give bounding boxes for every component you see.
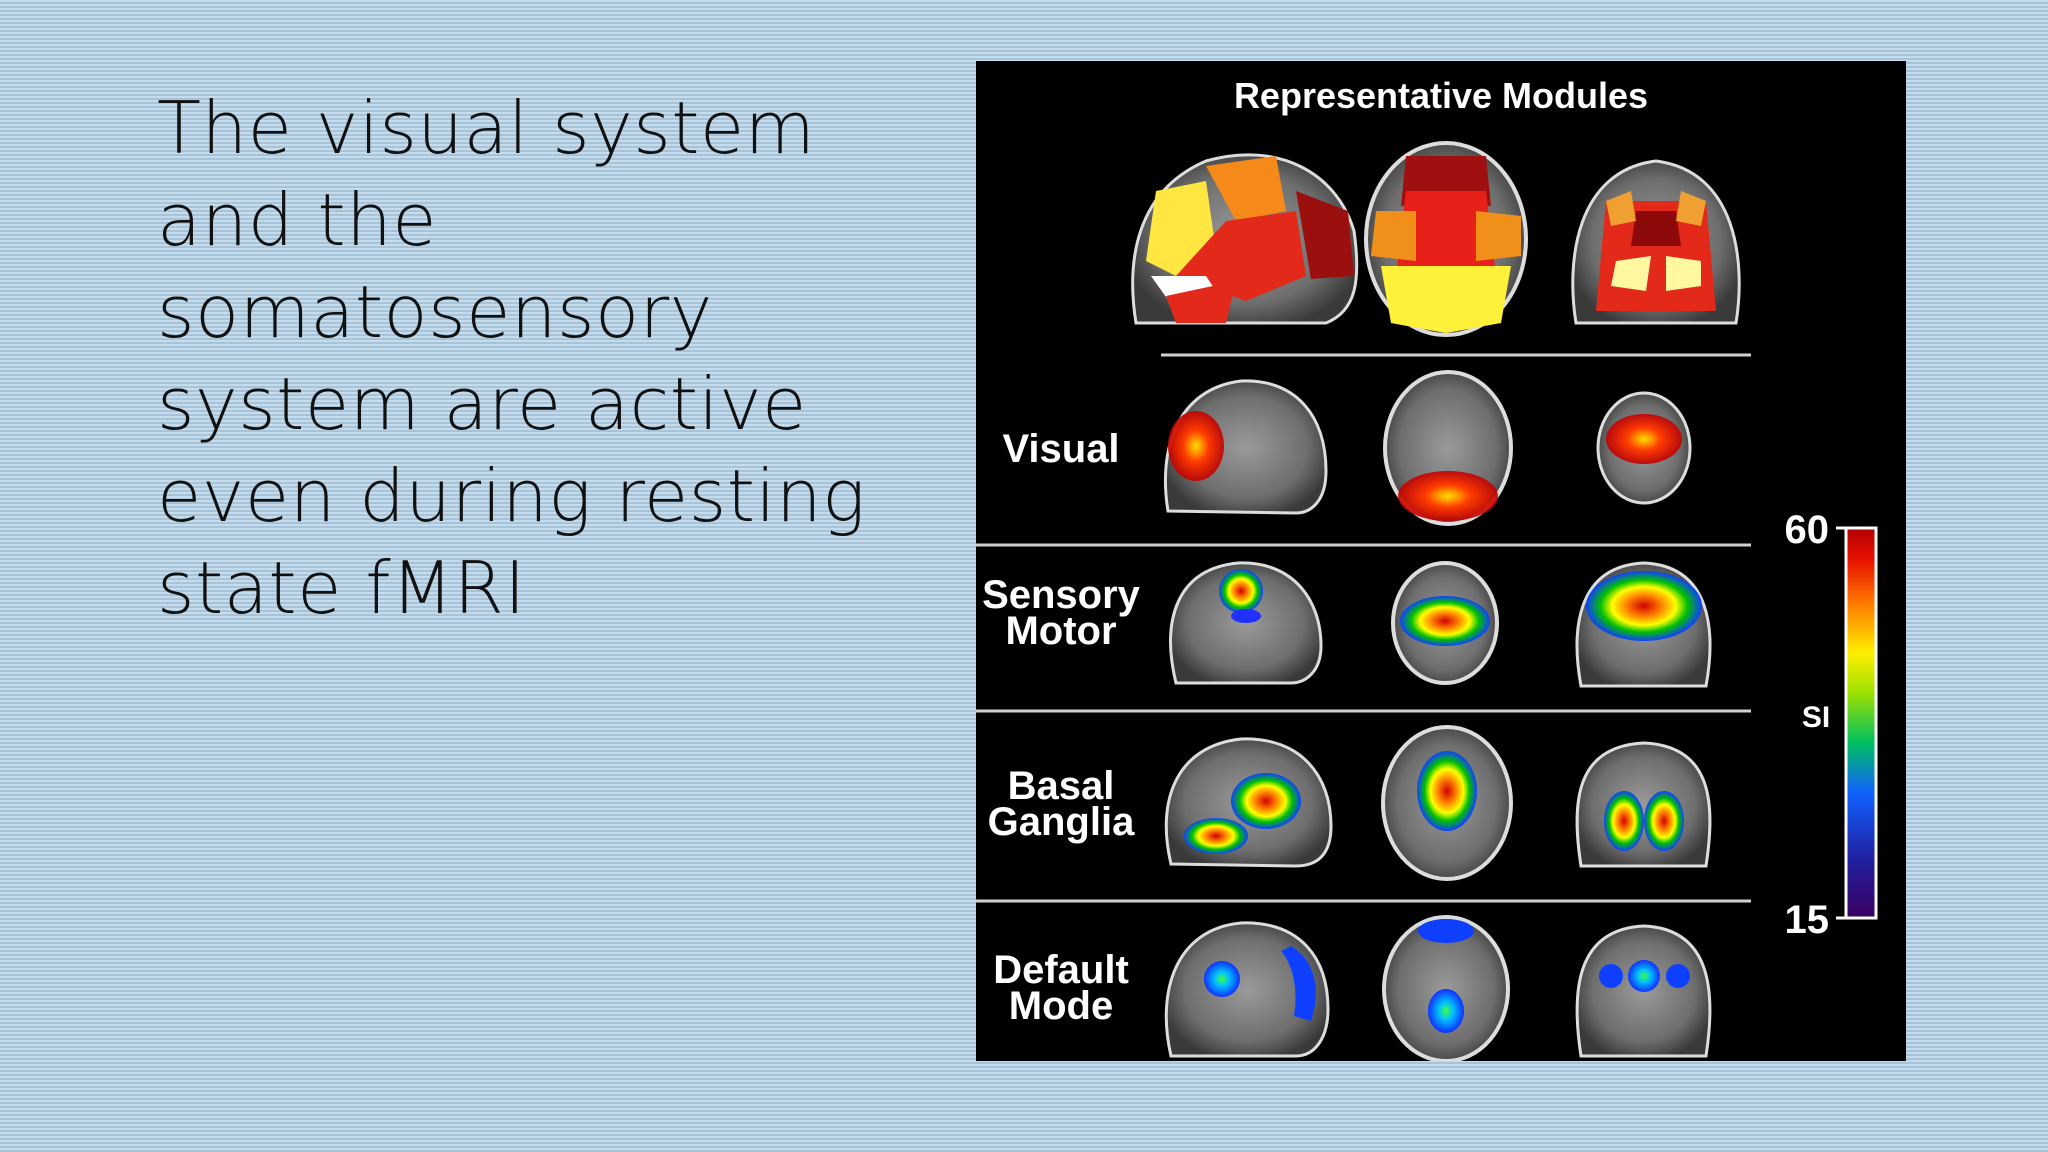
row-label-mode: Mode [1009,984,1113,1028]
visual-row: Visual [976,370,1751,547]
axial-brain-image [1381,725,1513,881]
sagittal-brain-image [1131,153,1359,325]
row-label-sensory: Sensory [982,573,1141,617]
coronal-brain-image [1575,561,1712,688]
sensory-motor-row: Sensory Motor [976,561,1751,713]
sagittal-brain-image [1163,379,1328,515]
axial-brain-image [1382,915,1510,1061]
sagittal-brain-image [1169,561,1323,685]
axial-brain-image [1391,561,1499,685]
sagittal-brain-image [1164,921,1330,1058]
sagittal-brain-image [1164,737,1333,868]
representative-modules-row [1131,141,1751,357]
colorbar-axis-label: SI [1802,701,1830,734]
colorbar-min-label: 15 [1785,898,1830,942]
basal-ganglia-row: Basal Ganglia [976,725,1751,903]
slide-body-text: The visual system and the somatosensory … [157,86,866,630]
coronal-brain-image [1596,391,1692,505]
row-label-default: Default [993,948,1129,992]
colorbar: 60 15 SI [1785,508,1878,942]
coronal-brain-image [1575,924,1712,1058]
row-label-motor: Motor [1005,609,1116,653]
default-mode-row: Default Mode [993,915,1712,1061]
coronal-brain-image [1575,741,1712,868]
brain-modules-figure: Representative Modules [976,61,1906,1061]
figure-title: Representative Modules [1234,75,1648,116]
row-label-basal: Basal [1008,764,1115,808]
axial-brain-image [1383,370,1513,526]
row-label-visual: Visual [1002,427,1119,471]
colorbar-max-label: 60 [1785,508,1830,552]
row-label-ganglia: Ganglia [988,800,1135,844]
axial-brain-image [1364,141,1528,337]
coronal-brain-image [1571,159,1741,325]
